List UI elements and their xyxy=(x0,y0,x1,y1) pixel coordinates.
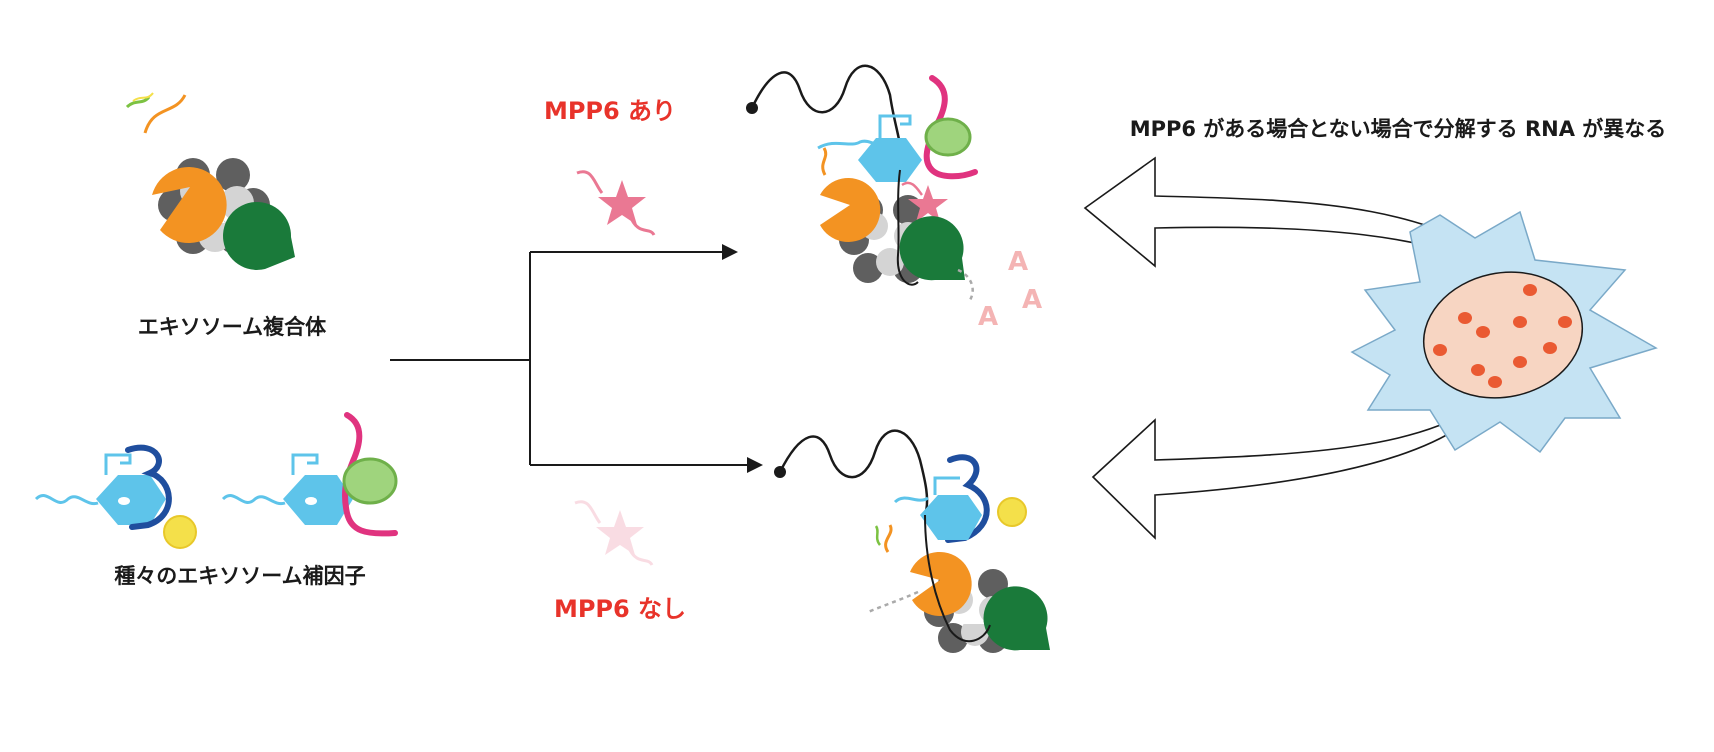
degraded-rna xyxy=(957,268,974,301)
label-cofactors: 種々のエキソソーム補因子 xyxy=(114,564,365,588)
orange-tail xyxy=(143,94,187,134)
yellow-cofactor xyxy=(997,497,1027,527)
rna-threaded xyxy=(924,514,991,643)
label-with-mpp6: MPP6 あり xyxy=(544,97,676,125)
arch-domain xyxy=(125,444,172,530)
rna-strand xyxy=(778,429,929,516)
yellow-cofactor xyxy=(163,515,197,549)
green-tip xyxy=(125,95,151,109)
green-exoribonuclease xyxy=(899,216,965,281)
orange-exoribonuclease xyxy=(152,167,227,244)
orange-exoribonuclease xyxy=(910,551,972,616)
branch-arrows xyxy=(390,251,755,466)
cofactor-with-yellow-illustration xyxy=(34,444,197,549)
cell-illustration xyxy=(1350,210,1658,454)
yellow-tip xyxy=(132,92,154,102)
green-exoribonuclease xyxy=(983,586,1050,651)
arch-domain xyxy=(945,454,990,543)
rna-5-prime-cap xyxy=(774,466,786,478)
rna-5-prime-cap xyxy=(746,102,758,114)
rna-dots xyxy=(1433,284,1572,388)
green-cofactor xyxy=(924,117,972,157)
arrowhead-top xyxy=(722,244,738,260)
label-conclusion: MPP6 がある場合とない場合で分解する RNA が異なる xyxy=(1130,117,1667,141)
rna-strand xyxy=(750,64,903,171)
helicase-hexagon xyxy=(283,475,353,525)
nucleus xyxy=(1422,271,1584,399)
helicase-hexagon xyxy=(920,495,982,540)
mpp6-star-absent xyxy=(574,500,654,566)
mpp6-star-present xyxy=(576,170,656,236)
mpp6-star xyxy=(908,185,948,222)
green-cofactor xyxy=(342,457,398,505)
green-exoribonuclease xyxy=(223,201,295,270)
degraded-rna xyxy=(867,590,919,614)
helicase-hexagon xyxy=(96,475,166,525)
poly-a-1: A xyxy=(1008,247,1028,277)
complex-with-mpp6: A A A xyxy=(746,64,1042,332)
exosome-complex-illustration xyxy=(125,92,295,270)
orange-exoribonuclease xyxy=(820,177,881,242)
poly-a-2: A xyxy=(1022,285,1042,315)
helicase-hexagon xyxy=(858,138,922,182)
poly-a-3: A xyxy=(978,302,998,332)
magenta-cofactor xyxy=(923,75,978,180)
cofactor-with-green-illustration xyxy=(221,412,398,537)
rna-threaded xyxy=(896,169,919,286)
arrowhead-bottom xyxy=(747,457,763,473)
complex-without-mpp6 xyxy=(774,429,1050,653)
label-exosome-complex: エキソソーム複合体 xyxy=(138,315,327,339)
label-without-mpp6: MPP6 なし xyxy=(554,595,686,623)
